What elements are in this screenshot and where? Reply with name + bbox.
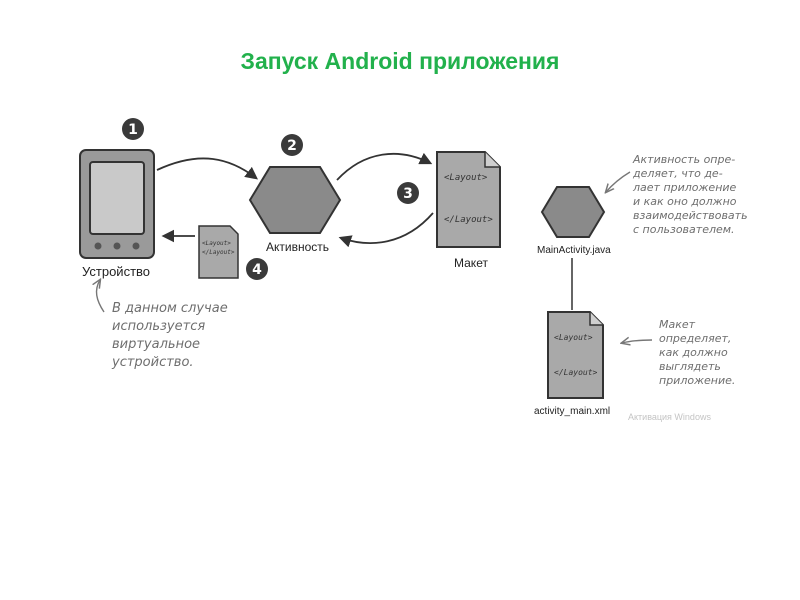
svg-text:взаимодействовать: взаимодействовать: [633, 209, 748, 222]
watermark: Активация Windows: [628, 412, 711, 422]
step-badge-2: 2: [281, 134, 303, 156]
activity-hexagon-icon: [248, 166, 342, 234]
layout-document-icon: <Layout> </Layout>: [436, 151, 501, 248]
activity-label: Активность: [266, 240, 329, 254]
svg-text:используется: используется: [112, 319, 205, 334]
svg-text:деляет, что де-: деляет, что де-: [632, 167, 723, 180]
svg-text:</Layout>: </Layout>: [202, 249, 235, 256]
svg-text:В данном случае: В данном случае: [112, 301, 228, 316]
svg-text:</Layout>: </Layout>: [444, 215, 493, 225]
activity-note: Активность опре- деляет, что де- лает пр…: [632, 153, 748, 236]
step-badge-1: 1: [122, 118, 144, 140]
layout-note: Макет определяет, как должно выглядеть п…: [659, 318, 735, 387]
svg-text:устройство.: устройство.: [111, 355, 194, 370]
activity-note-arrow: [606, 171, 631, 192]
svg-text:с пользователем.: с пользователем.: [633, 223, 735, 236]
svg-text:Активность опре-: Активность опре-: [632, 153, 735, 166]
svg-text:и как оно должно: и как оно должно: [633, 195, 737, 208]
svg-text:лает приложение: лает приложение: [632, 181, 737, 194]
page-title: Запуск Android приложения: [240, 48, 560, 74]
svg-text:</Layout>: </Layout>: [554, 368, 598, 377]
svg-text:1: 1: [128, 122, 138, 138]
main-activity-file-label: MainActivity.java: [537, 245, 611, 256]
arrow-activity-to-layout: [336, 152, 433, 181]
arrow-device-to-activity: [156, 157, 258, 180]
svg-text:как должно: как должно: [659, 346, 728, 359]
layout-note-arrow: [622, 340, 653, 343]
main-layout-document-icon: <Layout> </Layout>: [547, 311, 604, 399]
main-layout-file-label: activity_main.xml: [534, 406, 610, 417]
step-badge-3: 3: [397, 182, 419, 204]
small-layout-document-icon: <Layout> </Layout>: [198, 225, 239, 279]
svg-text:<Layout>: <Layout>: [202, 240, 231, 247]
main-activity-hexagon-icon: [540, 186, 606, 238]
svg-text:<Layout>: <Layout>: [554, 333, 593, 342]
svg-text:4: 4: [252, 262, 262, 278]
svg-text:виртуальное: виртуальное: [112, 337, 200, 352]
svg-text:выглядеть: выглядеть: [659, 360, 721, 373]
layout-label: Макет: [454, 256, 488, 270]
device-icon: [79, 149, 155, 259]
device-note: В данном случае используется виртуальное…: [111, 301, 228, 370]
svg-text:Макет: Макет: [659, 318, 696, 331]
device-label: Устройство: [82, 264, 150, 279]
svg-text:2: 2: [287, 138, 297, 154]
svg-text:приложение.: приложение.: [659, 374, 735, 387]
step-badge-4: 4: [246, 258, 268, 280]
svg-text:3: 3: [403, 186, 413, 202]
svg-text:определяет,: определяет,: [659, 332, 731, 345]
svg-text:<Layout>: <Layout>: [444, 173, 488, 183]
arrow-layout-to-activity: [338, 212, 434, 248]
device-note-arrow: [97, 280, 105, 313]
